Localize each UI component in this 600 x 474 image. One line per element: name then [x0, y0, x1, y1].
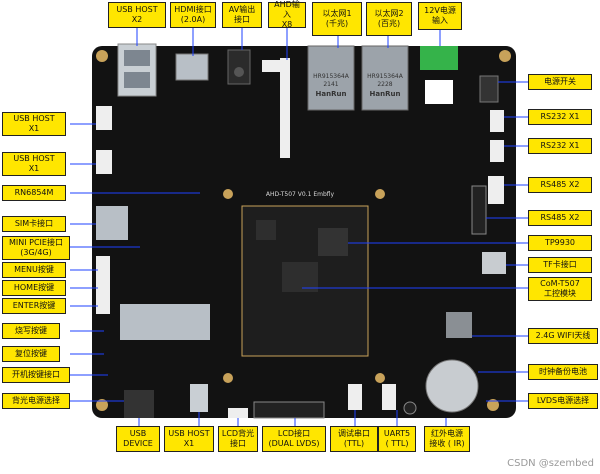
label-mini-pcie: MINI PCIE接口 (3G/4G) [2, 236, 70, 260]
ram-chip [256, 220, 276, 240]
eth1-date: 2141 [323, 81, 338, 88]
label-rs485-a: RS485 X2 [528, 177, 592, 193]
power-terminal [420, 46, 458, 70]
label-usb-host-x1-bottom: USB HOST X1 [164, 426, 214, 452]
wifi-module [446, 312, 472, 338]
label-usb-host-x2: USB HOST X2 [108, 2, 166, 28]
soc-chip [318, 228, 348, 256]
watermark: CSDN @szembed [507, 458, 594, 469]
label-rn6854m: RN6854M [2, 185, 66, 201]
label-usb-device: USB DEVICE [116, 426, 160, 452]
label-wifi: 2.4G WIFI天线 [528, 328, 598, 344]
mounting-hole [96, 50, 108, 62]
label-lcd-backlight: LCD背光 接口 [218, 426, 258, 452]
eth1-brand: HanRun [316, 90, 347, 98]
label-com-t507: CoM-T507 工控模块 [528, 277, 592, 301]
mounting-hole [487, 399, 499, 411]
eth1-chip-text: HR915364A [313, 73, 350, 80]
power-switch-body [479, 75, 499, 103]
usb-port [124, 50, 150, 66]
ahd-connector-strip [280, 58, 290, 158]
label-power-key: 开机按键接口 [2, 367, 70, 383]
label-usb-host-x1-a: USB HOST X1 [2, 152, 66, 176]
label-tp9930: TP9930 [528, 235, 592, 251]
ir-receiver [403, 401, 417, 415]
label-home: HOME按键 [2, 280, 66, 296]
lcd-backlight-connector [228, 408, 248, 418]
usb-host-bottom-connector [190, 384, 208, 412]
key-connector [96, 256, 110, 314]
mounting-hole [96, 399, 108, 411]
rs232-connector [490, 140, 504, 162]
label-rs232-b: RS232 X1 [528, 138, 592, 154]
board-silkscreen: AHD-T507 V0.1 Embfly [266, 191, 335, 198]
label-eth2: 以太网2 (百兆) [366, 2, 412, 36]
hdmi-connector [175, 53, 209, 81]
label-rtc-battery: 时钟备份电池 [528, 364, 598, 380]
label-enter: ENTER按键 [2, 298, 66, 314]
uart5-connector [382, 384, 396, 410]
rs485-connector [488, 176, 504, 204]
label-eth1: 以太网1 (千兆) [312, 2, 362, 36]
usb-host-x1-connector [96, 150, 112, 174]
label-backlight-power: 背光电源选择 [2, 393, 70, 409]
eth2-brand: HanRun [370, 90, 401, 98]
label-usb-host-x1-b: USB HOST X1 [2, 112, 66, 136]
label-rs485-b: RS485 X2 [528, 210, 592, 226]
label-menu: MENU按键 [2, 262, 66, 278]
label-hdmi: HDMI接口 (2.0A) [170, 2, 216, 28]
label-lvds-power: LVDS电源选择 [528, 393, 598, 409]
label-ir: 红外电源 接收 ( IR) [424, 426, 470, 452]
label-tf-card: TF卡接口 [528, 257, 592, 273]
label-rs232-a: RS232 X1 [528, 109, 592, 125]
label-lcd-dual-lvds: LCD接口 (DUAL LVDS) [262, 426, 326, 452]
mounting-hole [499, 50, 511, 62]
label-uart5: UART5 ( TTL) [378, 426, 416, 452]
mounting-hole [223, 373, 233, 383]
label-power-switch: 电源开关 [528, 74, 592, 90]
label-debug-uart: 调试串口 (TTL) [330, 426, 378, 452]
leader-lines [70, 28, 528, 426]
mounting-hole [375, 373, 385, 383]
av-jack-hole [234, 67, 244, 77]
usb-port [124, 72, 150, 88]
ethernet-1-jack [307, 45, 355, 111]
sim-card-slot [96, 206, 128, 240]
mini-pcie-slot [120, 304, 210, 340]
ahd-connector [262, 60, 282, 72]
usb-host-x1-connector [96, 106, 112, 130]
label-reset: 复位按键 [2, 346, 60, 362]
rs232-connector [490, 110, 504, 132]
label-power-12v: 12V电源 输入 [418, 2, 462, 30]
eth2-chip-text: HR915364A [367, 73, 404, 80]
eth2-date: 2228 [377, 81, 392, 88]
debug-uart-connector [348, 384, 362, 410]
label-sim: SIM卡接口 [2, 216, 66, 232]
lvds-connector [253, 401, 325, 419]
label-ahd-in: AHD输入 X8 [268, 0, 306, 29]
label-burn: 烧写按键 [2, 323, 60, 339]
mounting-hole [375, 189, 385, 199]
tf-card-slot [482, 252, 506, 274]
rs485-header [471, 185, 487, 235]
label-av-out: AV输出 接口 [222, 2, 262, 28]
rtc-battery [425, 359, 479, 413]
mounting-hole [223, 189, 233, 199]
power-plug [425, 80, 453, 104]
emmc-chip [282, 262, 318, 292]
ethernet-2-jack [361, 45, 409, 111]
usb-device-connector [124, 390, 154, 418]
